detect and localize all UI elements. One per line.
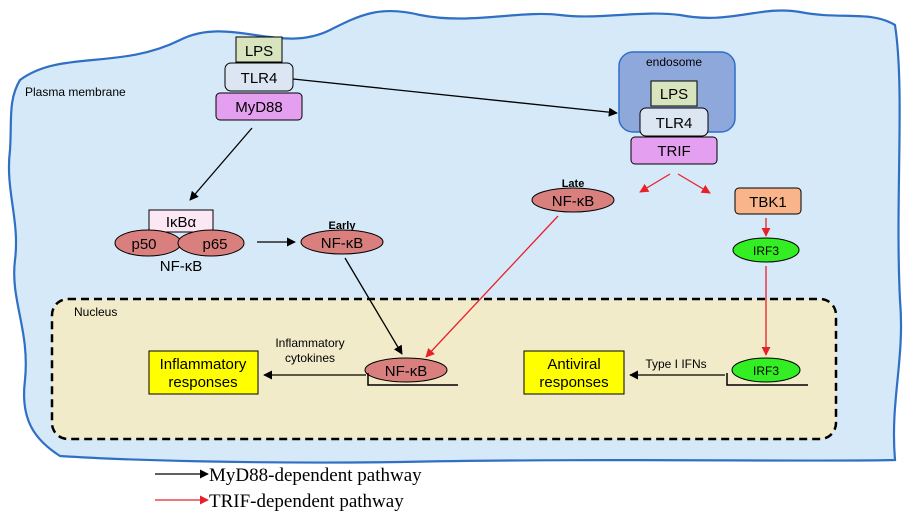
endosome-label: endosome [646, 55, 702, 69]
nfkb-complex-label: NF-κB [160, 258, 203, 275]
svg-text:TRIF: TRIF [657, 143, 690, 160]
ikba: IκBα [148, 209, 214, 233]
inflammatory-cytokines-label-2: cytokines [285, 351, 335, 365]
plasma-membrane-label: Plasma membrane [25, 85, 126, 99]
legend: MyD88-dependent pathway TRIF-dependent p… [155, 465, 422, 512]
nfkb-late: NF-κB [531, 187, 615, 213]
svg-text:p65: p65 [202, 236, 227, 253]
late-label: Late [562, 178, 585, 190]
svg-text:responses: responses [168, 374, 237, 391]
svg-text:IRF3: IRF3 [753, 364, 779, 378]
svg-text:Inflammatory: Inflammatory [160, 356, 247, 373]
p65: p65 [177, 229, 245, 257]
inflammatory-cytokines-label-1: Inflammatory [275, 336, 344, 350]
svg-text:Antiviral: Antiviral [547, 356, 600, 373]
endosome-lps: LPS [650, 80, 698, 107]
legend-trif-label: TRIF-dependent pathway [209, 491, 404, 512]
arrow-myd88-to-ikba [189, 127, 253, 201]
svg-text:TLR4: TLR4 [656, 115, 693, 132]
svg-text:MyD88: MyD88 [235, 99, 283, 116]
early-label: Early [329, 220, 357, 232]
p50: p50 [114, 229, 182, 257]
nucleus-label: Nucleus [74, 305, 117, 319]
surface-lps: LPS [235, 36, 283, 63]
svg-text:LPS: LPS [660, 86, 688, 103]
nfkb-nucleus: NF-κB [364, 357, 448, 383]
svg-text:NF-κB: NF-κB [552, 193, 595, 210]
trif-adaptor: TRIF [630, 136, 718, 165]
surface-tlr4: TLR4 [224, 62, 294, 92]
svg-text:p50: p50 [131, 236, 156, 253]
tbk1: TBK1 [734, 187, 802, 215]
arrow-late-nfkb-to-nucleus [425, 215, 559, 358]
svg-text:NF-κB: NF-κB [321, 235, 364, 252]
antiviral-responses-box: Antiviral responses [523, 350, 625, 395]
type1-ifns-label: Type I IFNs [645, 357, 706, 371]
svg-text:IRF3: IRF3 [753, 244, 779, 258]
svg-text:TBK1: TBK1 [749, 194, 787, 211]
svg-text:IκBα: IκBα [166, 214, 197, 231]
inflammatory-responses-box: Inflammatory responses [148, 350, 259, 395]
nfkb-gene-promoter [367, 373, 458, 386]
svg-text:responses: responses [539, 374, 608, 391]
arrow-early-nfkb-to-nucleus [344, 257, 403, 355]
arrow-trif-to-late-nfkb [639, 173, 671, 193]
irf3-cytoplasm: IRF3 [732, 237, 800, 263]
arrow-trif-to-tbk1 [677, 173, 711, 194]
svg-text:LPS: LPS [245, 43, 273, 60]
svg-text:TLR4: TLR4 [241, 70, 278, 87]
svg-text:NF-κB: NF-κB [385, 363, 428, 380]
legend-myd88-label: MyD88-dependent pathway [209, 465, 422, 486]
irf3-gene-promoter [726, 373, 808, 386]
arrow-tlr4-to-endosome [292, 78, 618, 117]
nfkb-early: NF-κB [300, 229, 384, 255]
endosome-tlr4: TLR4 [639, 107, 709, 137]
irf3-nucleus: IRF3 [731, 357, 801, 383]
myd88-adaptor: MyD88 [215, 92, 303, 121]
